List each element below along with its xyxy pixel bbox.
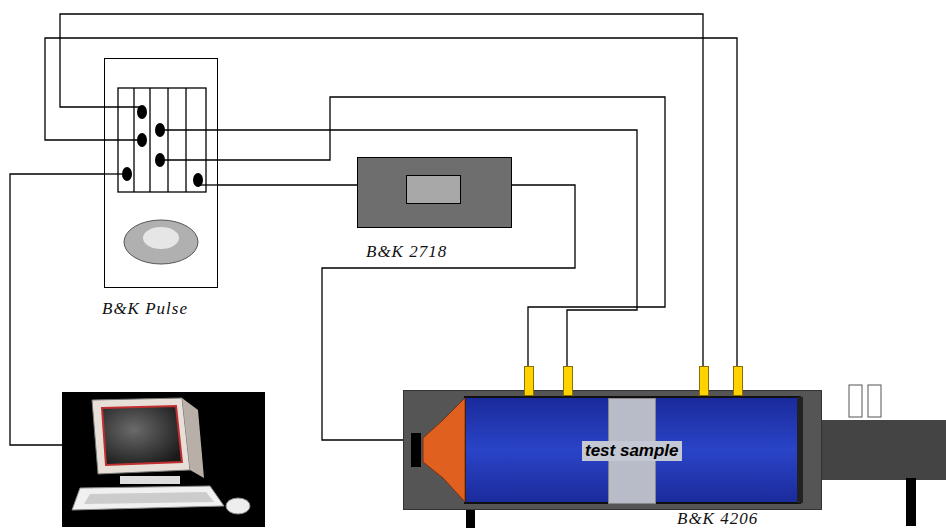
signal-cable (218, 97, 665, 366)
amplifier-display (406, 175, 461, 204)
test-sample-band: test sample (608, 398, 656, 504)
analyzer-panel (104, 58, 218, 288)
microphone (699, 366, 709, 396)
device-label: B&K Pulse (102, 299, 188, 319)
device-label: B&K 4206 (677, 509, 758, 529)
signal-cable (60, 14, 703, 366)
signal-cable (45, 38, 737, 366)
signal-cable (218, 184, 357, 185)
microphone (733, 366, 743, 396)
device-label: B&K 2718 (366, 242, 447, 262)
impedance-tube: test sampleB&K 4206 (403, 390, 822, 510)
sample-label: test sample (582, 441, 682, 461)
microphone (524, 366, 534, 396)
signal-cable (218, 130, 637, 366)
amplifier-box: B&K 2718 (357, 157, 512, 228)
analyzer-box: B&K Pulse (104, 58, 218, 288)
computer-icon (62, 392, 265, 527)
microphone (563, 366, 573, 396)
